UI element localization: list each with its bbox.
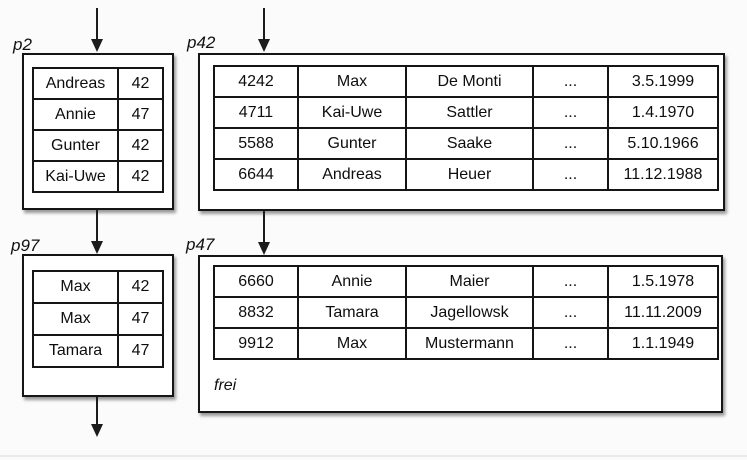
- table-cell: 9912: [213, 327, 299, 360]
- table-cell: ...: [532, 96, 609, 129]
- table-cell: Mustermann: [405, 327, 534, 360]
- table-row: Tamara 47: [32, 334, 164, 368]
- table-cell: 47: [117, 98, 164, 131]
- page-label-p97: p97: [11, 236, 40, 255]
- arrow-head-into-p42: [258, 39, 270, 52]
- table-cell: Maier: [405, 265, 534, 298]
- table-cell: 3.5.1999: [607, 65, 719, 98]
- table-cell: 42: [117, 270, 164, 304]
- table-row: Kai-Uwe 42: [32, 160, 164, 193]
- arrow-head-out-of-p97: [91, 424, 103, 437]
- table-cell: 6644: [213, 158, 299, 191]
- table-cell: 4711: [213, 96, 299, 129]
- table-cell: 11.11.2009: [607, 296, 719, 329]
- table-cell: 5588: [213, 127, 299, 160]
- arrow-head-p42-to-p47: [258, 242, 270, 255]
- table-cell: Sattler: [405, 96, 534, 129]
- table-cell: Max: [32, 270, 119, 304]
- table-cell: ...: [532, 265, 609, 298]
- table-cell: 47: [117, 302, 164, 336]
- arrow-head-p2-to-p97: [91, 241, 103, 254]
- p2-table: Andreas 42 Annie 47 Gunter 42 Kai-Uwe 42: [32, 67, 164, 193]
- table-row: 4711 Kai-Uwe Sattler ... 1.4.1970: [213, 96, 719, 129]
- table-row: 5588 Gunter Saake ... 5.10.1966: [213, 127, 719, 160]
- table-cell: 42: [117, 67, 164, 100]
- table-cell: ...: [532, 296, 609, 329]
- table-cell: 42: [117, 129, 164, 162]
- table-cell: 1.4.1970: [607, 96, 719, 129]
- table-cell: ...: [532, 65, 609, 98]
- table-cell: ...: [532, 327, 609, 360]
- table-cell: 42: [117, 160, 164, 193]
- table-row: 6644 Andreas Heuer ... 11.12.1988: [213, 158, 719, 191]
- table-cell: 4242: [213, 65, 299, 98]
- p97-table: Max 42 Max 47 Tamara 47: [32, 270, 164, 368]
- table-cell: 1.5.1978: [607, 265, 719, 298]
- arrow-head-into-p2: [91, 39, 103, 52]
- table-cell: ...: [532, 127, 609, 160]
- table-row: Andreas 42: [32, 67, 164, 100]
- table-cell: Max: [32, 302, 119, 336]
- table-row: 4242 Max De Monti ... 3.5.1999: [213, 65, 719, 98]
- table-cell: Max: [297, 327, 407, 360]
- table-row: 8832 Tamara Jagellowsk ... 11.11.2009: [213, 296, 719, 329]
- table-row: Annie 47: [32, 98, 164, 131]
- table-cell: 47: [117, 334, 164, 368]
- table-cell: Heuer: [405, 158, 534, 191]
- table-row: 9912 Max Mustermann ... 1.1.1949: [213, 327, 719, 360]
- p47-table: 6660 Annie Maier ... 1.5.1978 8832 Tamar…: [213, 265, 719, 360]
- table-cell: Kai-Uwe: [32, 160, 119, 193]
- table-cell: Andreas: [297, 158, 407, 191]
- table-cell: Gunter: [32, 129, 119, 162]
- bottom-divider: [0, 455, 747, 457]
- table-cell: Tamara: [32, 334, 119, 368]
- arrow-shaft-into-p2: [96, 8, 98, 41]
- table-cell: 6660: [213, 265, 299, 298]
- table-cell: ...: [532, 158, 609, 191]
- arrow-shaft-out-of-p97: [96, 397, 98, 425]
- page-label-p42: p42: [187, 33, 216, 52]
- table-row: Max 47: [32, 302, 164, 336]
- free-space-label: frei: [214, 377, 237, 394]
- table-row: Gunter 42: [32, 129, 164, 162]
- table-cell: Saake: [405, 127, 534, 160]
- p42-table: 4242 Max De Monti ... 3.5.1999 4711 Kai-…: [213, 65, 719, 191]
- table-cell: Max: [297, 65, 407, 98]
- table-cell: Kai-Uwe: [297, 96, 407, 129]
- table-cell: Gunter: [297, 127, 407, 160]
- table-cell: Jagellowsk: [405, 296, 534, 329]
- arrow-shaft-into-p42: [263, 8, 265, 41]
- table-row: Max 42: [32, 270, 164, 304]
- table-cell: Annie: [297, 265, 407, 298]
- table-cell: 5.10.1966: [607, 127, 719, 160]
- arrow-shaft-p2-to-p97: [96, 210, 98, 242]
- table-cell: De Monti: [405, 65, 534, 98]
- page-label-p47: p47: [186, 235, 215, 254]
- table-cell: Tamara: [297, 296, 407, 329]
- arrow-shaft-p42-to-p47: [263, 211, 265, 243]
- table-cell: Andreas: [32, 67, 119, 100]
- table-row: 6660 Annie Maier ... 1.5.1978: [213, 265, 719, 298]
- page-label-p2: p2: [13, 35, 32, 54]
- table-cell: 11.12.1988: [607, 158, 719, 191]
- table-cell: 1.1.1949: [607, 327, 719, 360]
- table-cell: Annie: [32, 98, 119, 131]
- table-cell: 8832: [213, 296, 299, 329]
